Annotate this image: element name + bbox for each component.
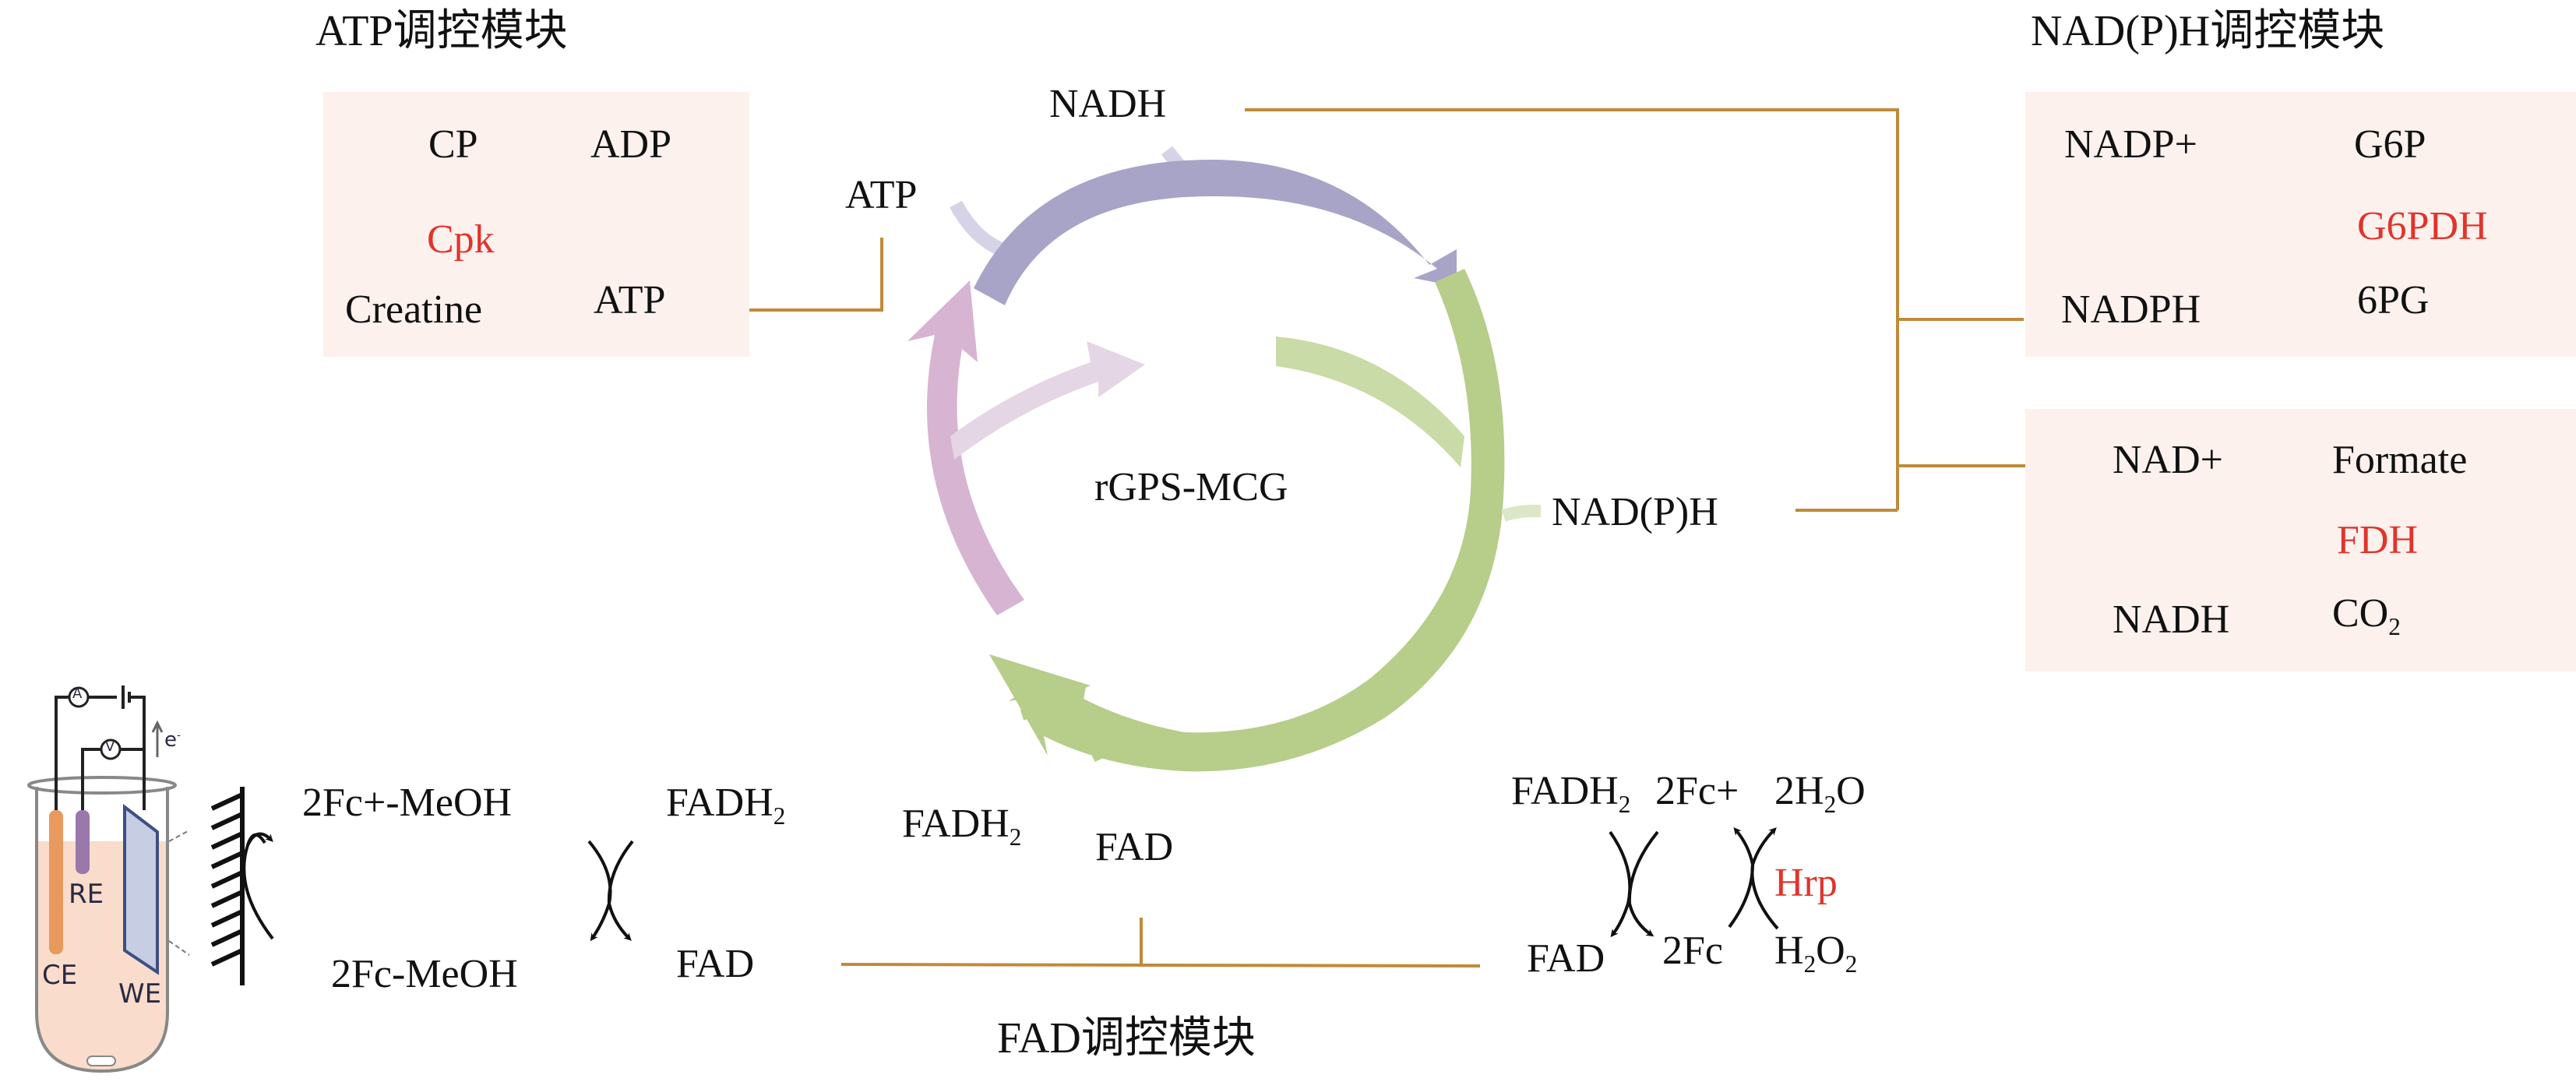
hrp-water: 2H2O bbox=[1774, 769, 1866, 818]
atp-module-title: ATP调控模块 bbox=[315, 7, 568, 55]
fdh-product-nadh: NADH bbox=[2113, 597, 2230, 642]
working-electrode bbox=[123, 803, 159, 975]
electron-symbol: e bbox=[164, 728, 177, 752]
hrp-fad-arrow-b bbox=[1627, 830, 1659, 937]
fadh2-base: FADH bbox=[902, 802, 1010, 846]
purple-arc bbox=[974, 160, 1457, 305]
zoom-lines bbox=[168, 830, 190, 956]
electrode-fad: FAD bbox=[676, 942, 755, 986]
g6pdh-substrate-nadp: NADP+ bbox=[2064, 122, 2197, 167]
water-h: 2H bbox=[1774, 769, 1824, 813]
cycle-label-nadh: NADH bbox=[1049, 82, 1167, 126]
fadh2-base: FADH bbox=[1511, 769, 1619, 813]
cycle-center-label: rGPS-MCG bbox=[1094, 465, 1288, 509]
electrode-arc-head bbox=[246, 832, 273, 846]
fadh2-subscript: 2 bbox=[1009, 823, 1022, 851]
we-label: WE bbox=[118, 978, 162, 1010]
voltmeter-label: V bbox=[105, 738, 115, 755]
connector-nadh bbox=[1245, 108, 1899, 510]
fadh2-exit-head bbox=[1009, 678, 1045, 701]
enzyme-cpk: Cpk bbox=[427, 217, 495, 262]
atp-product-creatine: Creatine bbox=[345, 287, 483, 332]
connector-fad bbox=[840, 963, 1481, 967]
fadh2-subscript: 2 bbox=[1618, 790, 1631, 818]
fdh-substrate-nad: NAD+ bbox=[2113, 438, 2223, 482]
electrode-arc-arrow bbox=[242, 833, 274, 940]
fad-left-arrow-a bbox=[587, 840, 612, 942]
h2o2-o: O bbox=[1816, 929, 1845, 973]
hrp-fadh2: FADH2 bbox=[1511, 769, 1631, 818]
hrp-fc-plus: 2Fc+ bbox=[1655, 769, 1739, 813]
re-label: RE bbox=[69, 879, 104, 910]
h2o2-subscript-1: 2 bbox=[1803, 950, 1817, 978]
cycle-label-nadph: NAD(P)H bbox=[1552, 490, 1718, 534]
fadh2-subscript: 2 bbox=[773, 802, 786, 830]
fdh-product-co2: CO2 bbox=[2332, 591, 2401, 640]
green-arc bbox=[989, 269, 1505, 772]
pale-pink-arrow bbox=[950, 341, 1145, 460]
voltmeter-icon bbox=[100, 738, 122, 760]
fad-entry-arrow bbox=[1020, 686, 1105, 763]
atp-substrate-adp: ADP bbox=[590, 122, 672, 167]
fc-plus-meoh: 2Fc+-MeOH bbox=[302, 781, 513, 825]
ammeter-label: A bbox=[72, 686, 83, 702]
nadph-module-title: NAD(P)H调控模块 bbox=[2031, 7, 2385, 55]
cell-vessel bbox=[35, 787, 169, 1073]
cell-bottom-vent bbox=[86, 1056, 116, 1066]
enzyme-g6pdh: G6PDH bbox=[2357, 204, 2488, 248]
cycle-label-fadh2: FADH2 bbox=[902, 802, 1022, 851]
electrode-fadh2: FADH2 bbox=[666, 781, 786, 830]
electron-flow-arrow bbox=[151, 720, 164, 757]
ce-label: CE bbox=[42, 960, 78, 991]
cell-rim bbox=[27, 776, 177, 795]
hrp-h2o2: H2O2 bbox=[1774, 929, 1858, 978]
connector-atp bbox=[749, 238, 883, 312]
fadh2-base: FADH bbox=[666, 781, 774, 825]
reference-electrode bbox=[76, 810, 90, 874]
nadph-exit-arrow bbox=[1501, 504, 1542, 522]
atp-substrate-cp: CP bbox=[428, 122, 478, 167]
electron-charge: - bbox=[177, 729, 181, 742]
fad-module-title: FAD调控模块 bbox=[997, 1014, 1256, 1063]
cell-wires bbox=[55, 686, 146, 810]
hrp-arrow-a bbox=[1728, 826, 1755, 929]
co2-base: CO bbox=[2332, 591, 2389, 636]
green-inner-branch bbox=[1276, 337, 1464, 467]
h2o2-subscript-2: 2 bbox=[1845, 950, 1858, 978]
enzyme-hrp: Hrp bbox=[1774, 861, 1838, 905]
fdh-substrate-formate: Formate bbox=[2332, 438, 2468, 482]
water-o: O bbox=[1836, 769, 1866, 813]
hrp-fad: FAD bbox=[1527, 936, 1605, 981]
co2-subscript: 2 bbox=[2388, 612, 2401, 640]
cycle-label-atp: ATP bbox=[845, 173, 918, 217]
atp-entry-arrow bbox=[950, 200, 1004, 256]
fc-meoh: 2Fc-MeOH bbox=[331, 952, 518, 996]
counter-electrode bbox=[49, 810, 63, 954]
electron-label: e- bbox=[164, 728, 181, 752]
hrp-fad-arrow-a bbox=[1609, 830, 1632, 938]
electrochemical-cell bbox=[27, 686, 190, 1073]
cycle-label-fad: FAD bbox=[1095, 825, 1174, 869]
g6pdh-product-nadph: NADPH bbox=[2061, 287, 2201, 332]
g6pdh-product-6pg: 6PG bbox=[2357, 278, 2430, 322]
enzyme-fdh: FDH bbox=[2337, 518, 2419, 562]
hrp-arrow-b bbox=[1750, 827, 1779, 930]
g6pdh-module-box bbox=[2025, 92, 2576, 357]
connector-lines bbox=[749, 108, 2041, 967]
metabolic-cycle bbox=[907, 146, 1542, 772]
pink-arc bbox=[907, 280, 1024, 615]
ammeter-icon bbox=[68, 686, 90, 708]
atp-module-box bbox=[323, 92, 749, 357]
water-subscript: 2 bbox=[1824, 790, 1837, 818]
g6pdh-substrate-g6p: G6P bbox=[2354, 122, 2426, 167]
electrode-surface bbox=[210, 787, 245, 985]
atp-product-atp: ATP bbox=[594, 278, 666, 322]
hrp-fc: 2Fc bbox=[1662, 929, 1723, 973]
h2o2-h: H bbox=[1774, 929, 1804, 973]
fdh-module-box bbox=[2025, 409, 2576, 671]
fad-left-arrow-b bbox=[607, 840, 634, 941]
